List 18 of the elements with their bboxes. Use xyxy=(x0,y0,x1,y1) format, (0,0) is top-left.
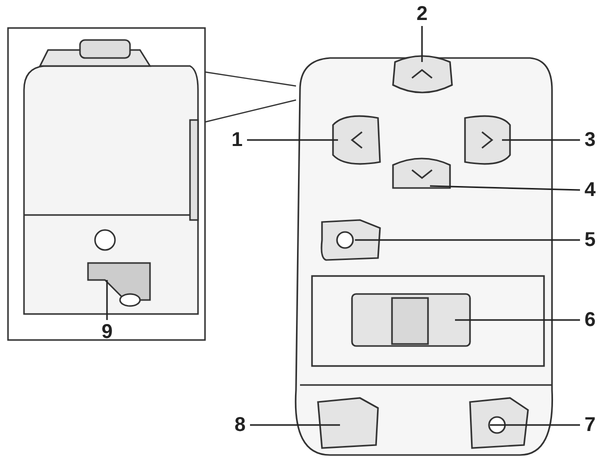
callout-number: 8 xyxy=(230,413,250,437)
callout-number: 5 xyxy=(580,228,600,252)
callout-number: 3 xyxy=(580,128,600,152)
leader-line xyxy=(106,280,108,320)
leader-line xyxy=(421,26,423,62)
callout-number: 6 xyxy=(580,308,600,332)
leader-line xyxy=(355,239,580,241)
leader-line xyxy=(455,319,580,321)
callout-number: 2 xyxy=(412,2,432,26)
callout-number: 7 xyxy=(580,413,600,437)
leader-line xyxy=(247,139,338,141)
leader-line xyxy=(502,139,580,141)
leader-line xyxy=(430,185,580,191)
callout-number: 9 xyxy=(97,320,117,344)
leader-line xyxy=(490,424,580,426)
callout-number: 4 xyxy=(580,178,600,202)
callout-number: 1 xyxy=(227,128,247,152)
leader-line xyxy=(250,424,340,426)
